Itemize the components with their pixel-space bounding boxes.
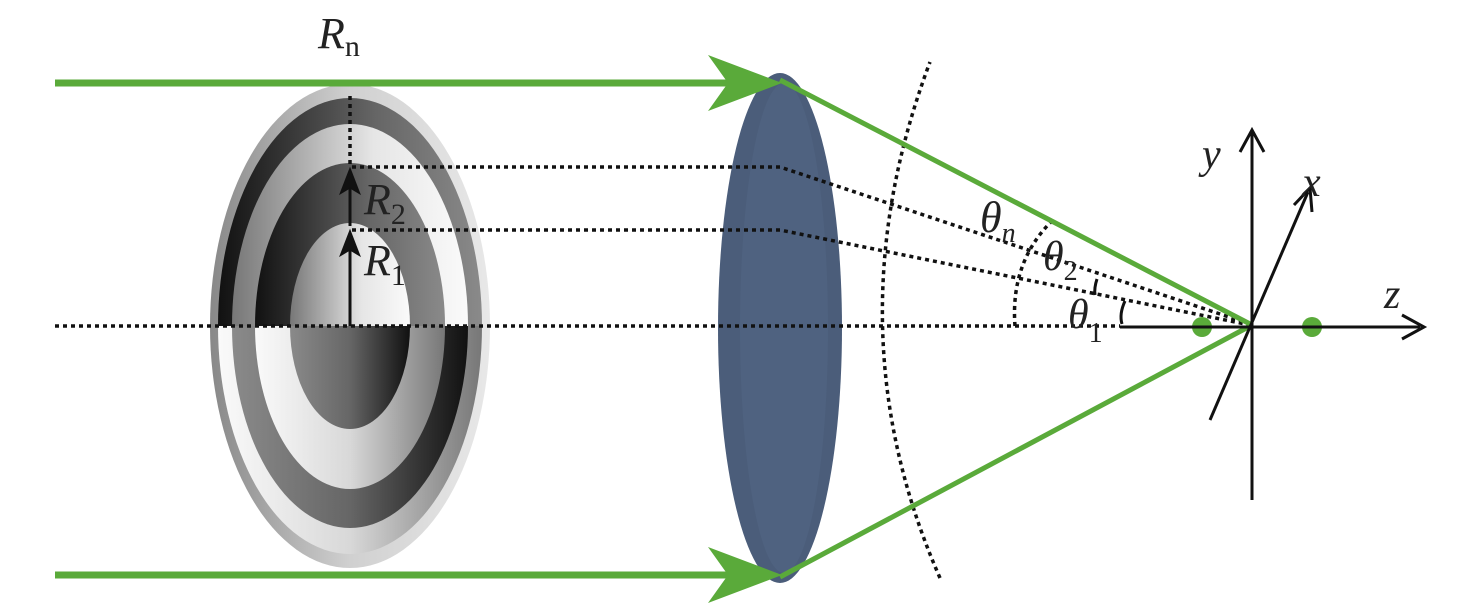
- laser-beams: [55, 55, 1322, 603]
- label-axis-z: z: [1383, 272, 1400, 318]
- label-theta-2: θ2: [1043, 234, 1078, 287]
- label-rn: Rn: [317, 9, 360, 63]
- angle-marks: [1093, 278, 1250, 329]
- coordinate-axes: [1208, 126, 1428, 500]
- label-theta-n: θn: [980, 193, 1016, 249]
- label-axis-y: y: [1198, 132, 1221, 178]
- label-r1: R1: [363, 236, 406, 292]
- label-theta-1: θ1: [1068, 292, 1103, 349]
- label-axis-x: x: [1301, 160, 1321, 206]
- radius-arrows: [339, 166, 361, 326]
- label-r2: R2: [363, 175, 406, 231]
